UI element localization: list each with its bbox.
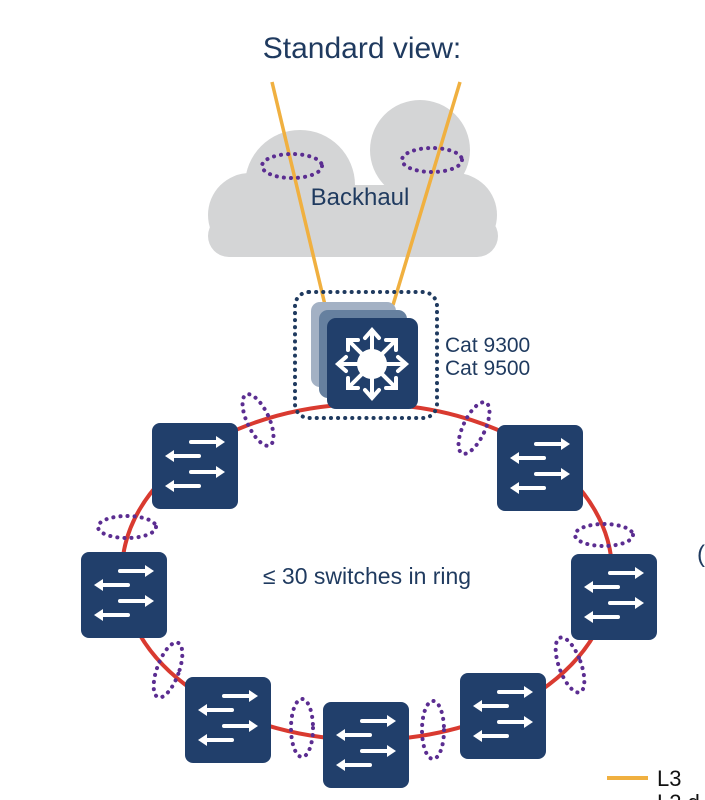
access-switch xyxy=(183,675,273,765)
ring-label: ≤ 30 switches in ring xyxy=(263,563,471,589)
access-switch xyxy=(79,550,169,640)
core-switch-stack xyxy=(311,302,418,409)
core-stack-boundary xyxy=(293,290,439,420)
legend-label-l3: L3 xyxy=(657,766,681,791)
access-switches xyxy=(79,421,659,790)
access-switch xyxy=(495,423,585,513)
legend-label-l2: L2 d xyxy=(657,790,700,800)
core-label-1: Cat 9300 xyxy=(445,334,530,357)
port-channel-markers xyxy=(96,146,635,761)
access-switch xyxy=(458,671,548,761)
legend: L3 L2 d xyxy=(607,766,700,800)
access-switch xyxy=(321,700,411,790)
layer3-switch-icon xyxy=(334,326,410,402)
core-label-2: Cat 9500 xyxy=(445,357,530,380)
diagram-title: Standard view: xyxy=(263,32,461,65)
access-switch xyxy=(569,552,659,642)
cloud-label: Backhaul xyxy=(311,184,410,211)
access-switch xyxy=(150,421,240,511)
cut-off-symbol: ( xyxy=(697,541,705,568)
backhaul-cloud xyxy=(208,100,498,257)
l3-uplinks xyxy=(270,81,462,306)
